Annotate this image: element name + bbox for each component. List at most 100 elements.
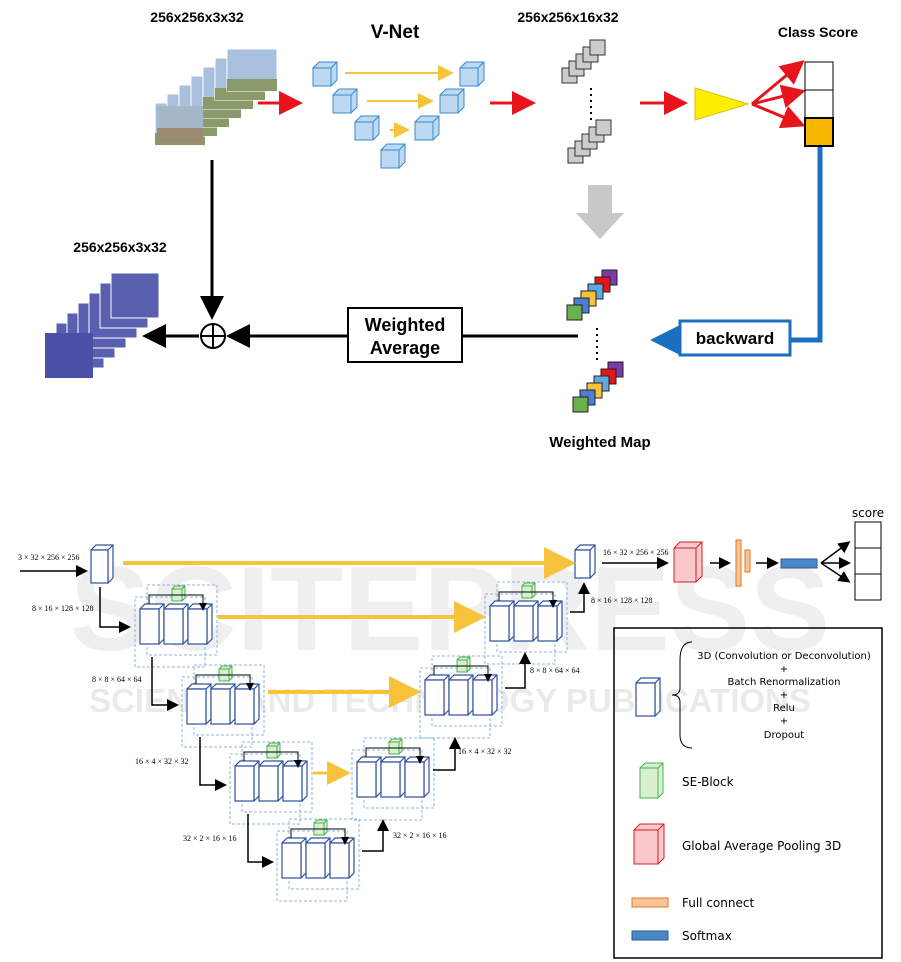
cube-front	[537, 605, 558, 642]
cube-front	[282, 765, 303, 802]
weighted-average-label-2: Average	[370, 338, 440, 358]
down-arrow-4	[247, 814, 274, 868]
vnet-cube	[380, 143, 406, 169]
conv-block	[186, 683, 212, 725]
conv-block	[380, 756, 406, 798]
vnet-cube	[414, 115, 440, 141]
cube-front	[380, 149, 400, 169]
cube-front	[513, 605, 534, 642]
softmax-layer	[780, 558, 818, 569]
conv-block	[163, 603, 189, 645]
fc-layer-1	[735, 539, 742, 587]
red-arrow	[751, 60, 805, 106]
cube-front	[305, 842, 326, 879]
conv-block	[282, 760, 308, 802]
plus-icon	[201, 324, 225, 348]
feature-size-label: 256x256x16x32	[517, 9, 618, 25]
cube-front	[354, 121, 374, 141]
se-block	[456, 656, 471, 673]
legend-gap-icon	[633, 823, 665, 865]
gap-block	[673, 541, 703, 583]
output-frame	[110, 272, 160, 319]
up2-dim-label: 8 × 8 × 64 × 64	[530, 666, 580, 675]
se-block	[313, 819, 328, 836]
down-arrow	[576, 185, 624, 239]
cube-front	[472, 679, 493, 716]
legend-softmax: Softmax	[682, 929, 732, 943]
cube-front	[380, 761, 401, 798]
se-arrow	[498, 591, 557, 608]
conv-block	[305, 837, 331, 879]
conv-block	[513, 600, 539, 642]
conv-block	[281, 837, 307, 879]
score-cell	[854, 547, 882, 575]
red-arrow	[751, 84, 806, 109]
se-block	[388, 738, 403, 755]
conv-block	[472, 674, 498, 716]
weighted-average-label-1: Weighted	[365, 315, 446, 335]
conv-block	[489, 600, 515, 642]
cube-front	[187, 608, 208, 645]
se-arrow	[290, 828, 349, 845]
se-block	[266, 742, 281, 759]
weighted-average-box	[347, 307, 463, 363]
cube-front	[329, 842, 350, 879]
output-conv-block	[574, 544, 596, 579]
se-arrow	[365, 747, 424, 764]
legend-block-line4: Dropout	[764, 730, 805, 741]
cube-front	[234, 688, 255, 725]
cube-front	[404, 761, 425, 798]
enc2-dim-label: 8 × 8 × 64 × 64	[92, 675, 142, 684]
down-arrow-3	[199, 737, 227, 791]
vnet-cube	[354, 115, 380, 141]
legend-conv-icon	[635, 677, 661, 717]
cube-front	[424, 679, 445, 716]
vnet-cube	[312, 61, 338, 87]
classifier-triangle	[694, 87, 750, 121]
conv-block	[258, 760, 284, 802]
se-block	[521, 582, 536, 599]
conv-block	[448, 674, 474, 716]
legend-softmax-icon	[631, 930, 669, 941]
legend-plus-1: +	[780, 664, 788, 675]
weighted-map	[572, 396, 589, 413]
conv-block	[356, 756, 382, 798]
conv-block	[139, 603, 165, 645]
se-arrow	[148, 594, 207, 611]
weighted-map-label: Weighted Map	[549, 434, 650, 451]
input-conv-block	[90, 544, 114, 585]
legend-plus-3: +	[780, 716, 788, 727]
up-arrow-2	[433, 737, 461, 771]
cube-front	[414, 121, 434, 141]
up-arrow-4	[570, 582, 590, 613]
input-frame-ground	[227, 79, 277, 91]
conv-block	[404, 756, 430, 798]
cube-front	[633, 829, 659, 865]
class-score-cell	[804, 61, 834, 91]
up-bottom-dim-label: 32 × 2 × 16 × 16	[393, 831, 447, 840]
cube-front	[312, 67, 332, 87]
conv-block	[210, 683, 236, 725]
cube-front	[639, 767, 659, 799]
conv-block	[537, 600, 563, 642]
down-arrow-2	[151, 657, 179, 711]
legend-plus-2: +	[780, 690, 788, 701]
cube-front	[439, 94, 459, 114]
score-label: score	[852, 506, 884, 520]
conv-block	[234, 760, 260, 802]
backward-label: backward	[696, 329, 774, 348]
score-cell	[854, 521, 882, 549]
cube-front	[489, 605, 510, 642]
feature-map	[589, 39, 606, 56]
out-dim-label: 16 × 32 × 256 × 256	[603, 548, 669, 557]
legend-block-line2: Batch Renormalization	[728, 677, 841, 688]
up-arrow-3	[505, 652, 531, 689]
backward-box	[678, 319, 792, 357]
legend-fc-icon	[631, 897, 669, 908]
legend-block-line3: Relu	[773, 703, 795, 714]
class-score-cell	[804, 89, 834, 119]
se-block	[218, 665, 233, 682]
conv-block	[329, 837, 355, 879]
cube-front	[635, 682, 656, 717]
